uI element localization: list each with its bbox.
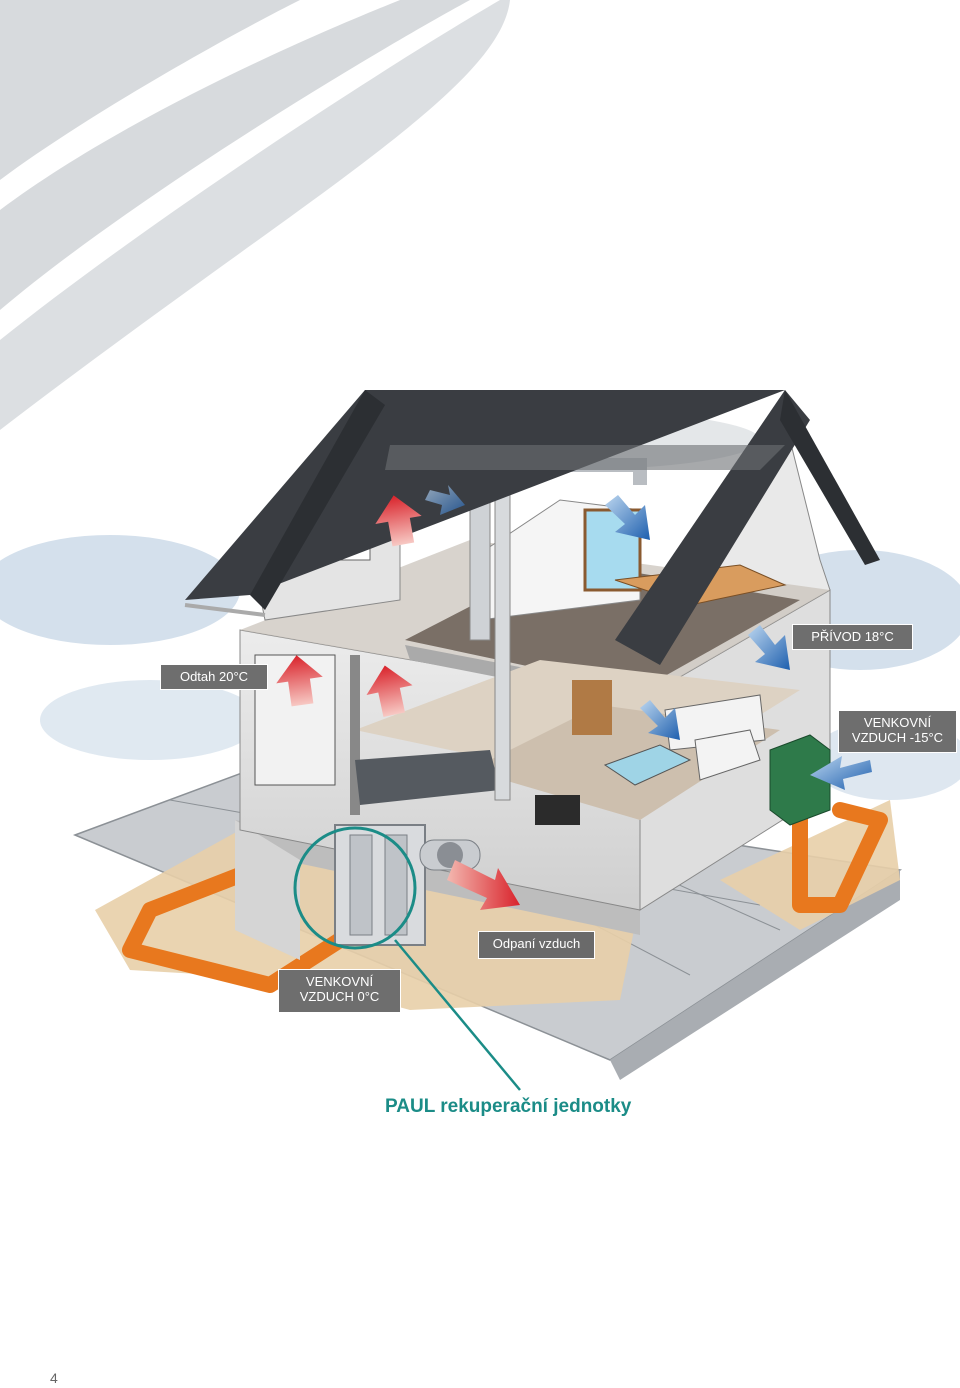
label-privod: PŘÍVOD 18°C (792, 624, 913, 650)
page-number: 4 (50, 1370, 58, 1386)
label-outdoor-air-cold-line1: VENKOVNÍ (863, 715, 932, 730)
label-exhaust-air: Odpaní vzduch (478, 931, 595, 959)
label-exhaust-air-text: Odpaní vzduch (492, 936, 581, 951)
callout-line (394, 939, 521, 1091)
label-outdoor-air-ground-line1: VENKOVNÍ (305, 974, 374, 989)
label-privod-text: PŘÍVOD 18°C (811, 629, 894, 644)
recuperation-unit (293, 824, 481, 950)
unit-caption: PAUL rekuperační jednotky (385, 1096, 632, 1117)
label-outdoor-air-cold: VENKOVNÍ VZDUCH -15°C (838, 710, 957, 753)
label-odtah-text: Odtah 20°C (179, 669, 249, 684)
warm-air-arrows (276, 495, 520, 910)
ground-pipe-right (792, 782, 888, 913)
label-outdoor-air-ground-line2: VZDUCH 0°C (299, 989, 380, 1004)
background-swoosh (0, 0, 510, 430)
label-outdoor-air-cold-line2: VZDUCH -15°C (851, 730, 944, 745)
roof (184, 390, 880, 665)
label-odtah: Odtah 20°C (160, 664, 268, 690)
cool-air-arrows (425, 485, 872, 790)
label-outdoor-air-ground: VENKOVNÍ VZDUCH 0°C (278, 969, 401, 1013)
outdoor-intake-unit (769, 734, 831, 826)
